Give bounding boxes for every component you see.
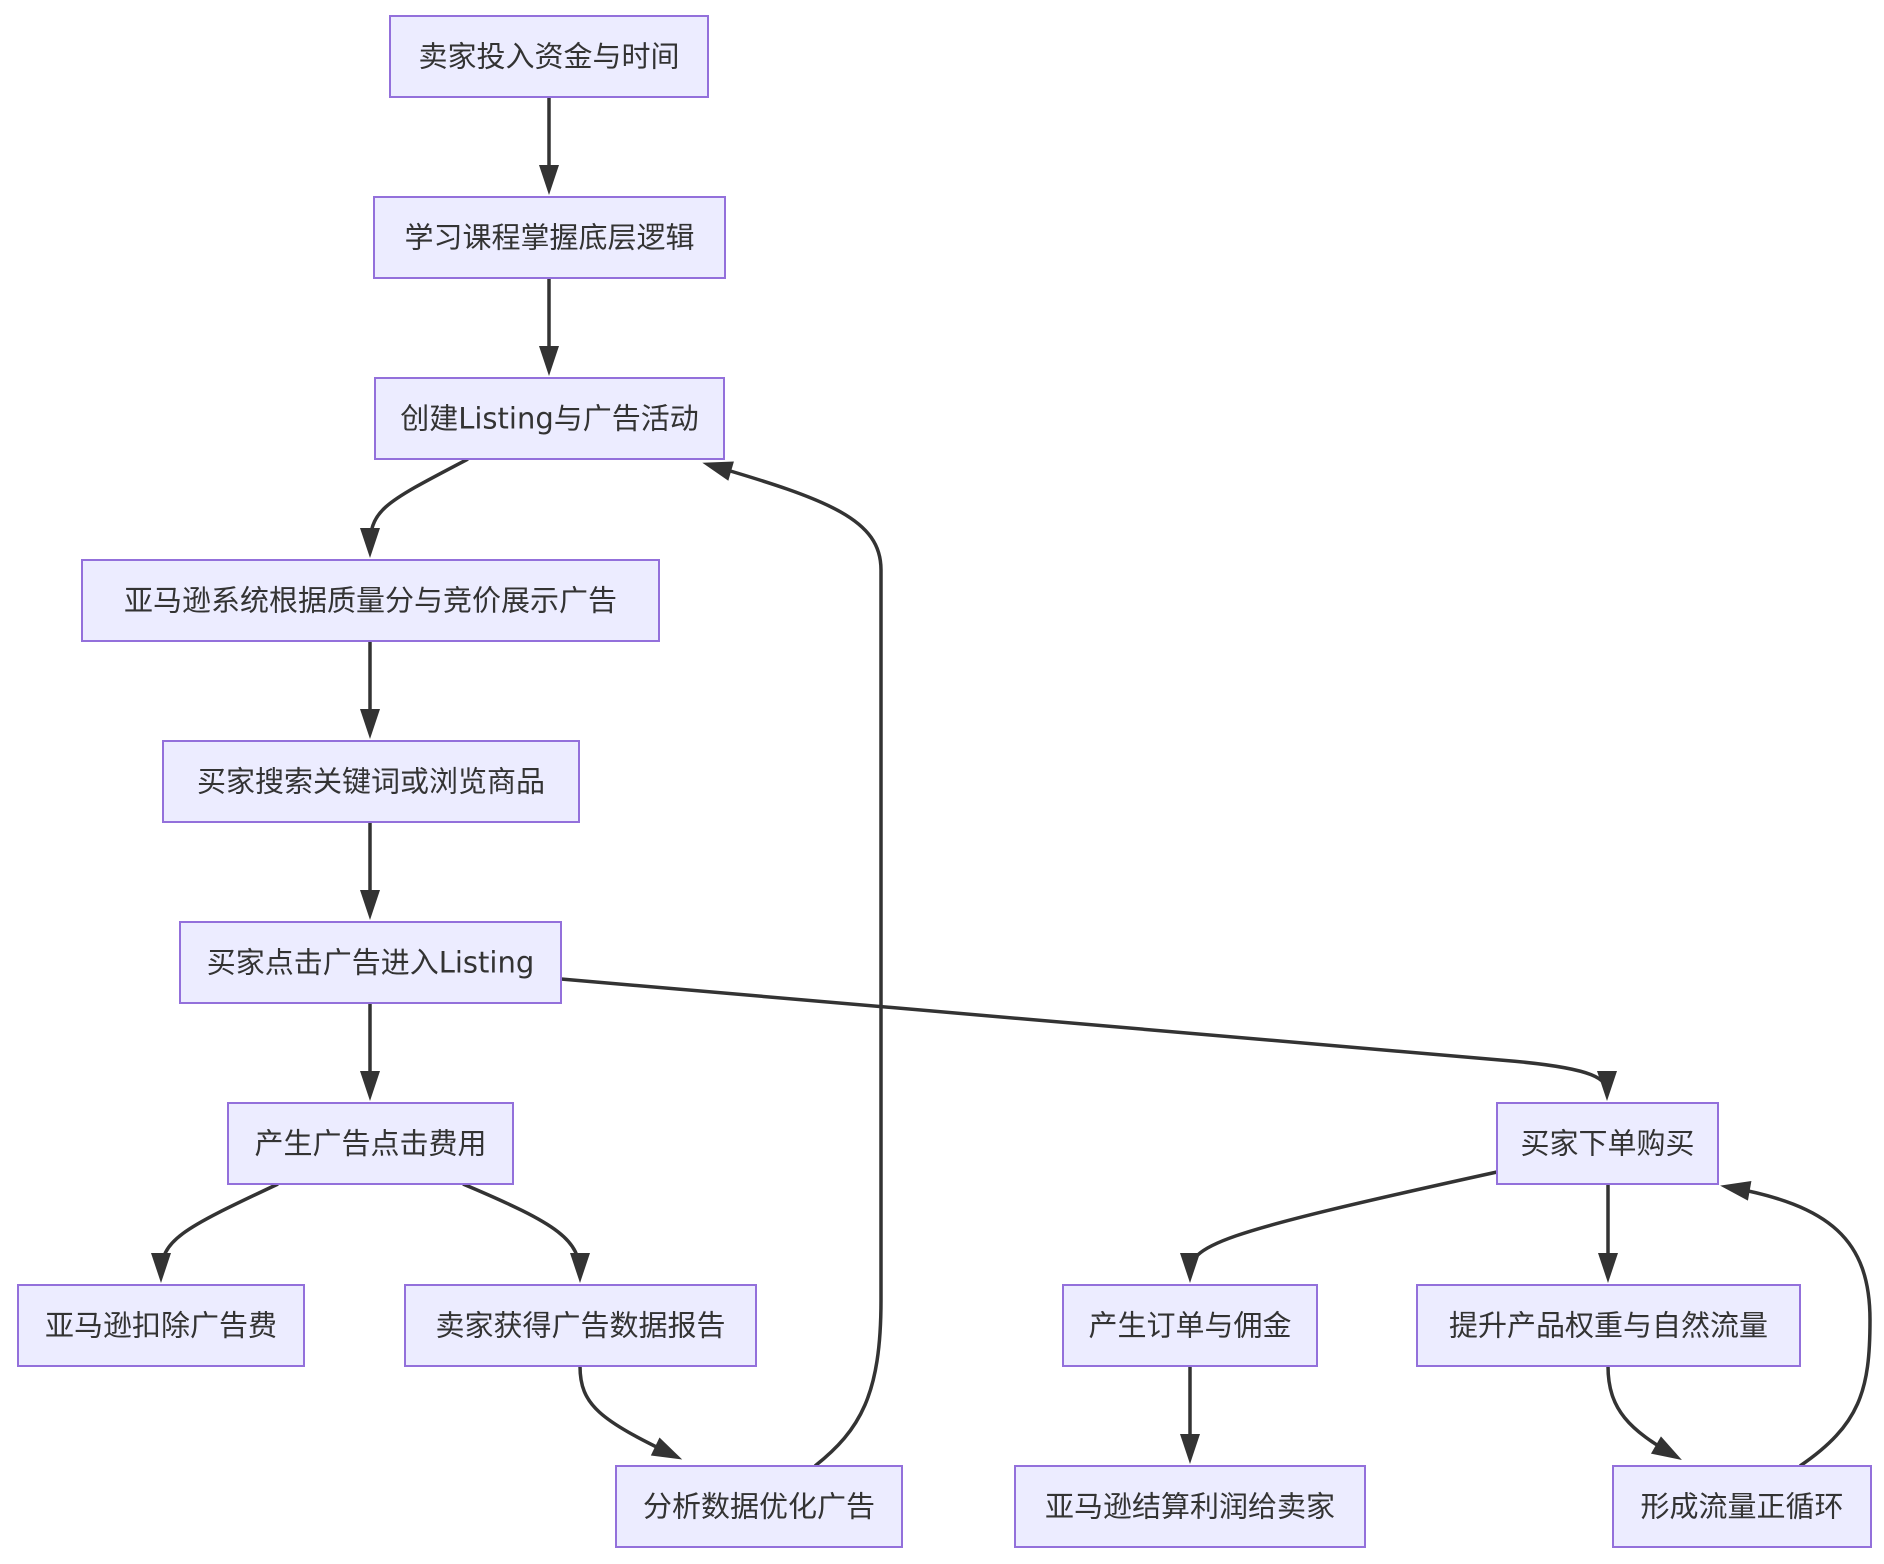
edge-order-commission — [1180, 1170, 1498, 1283]
arrow-head-icon — [539, 346, 559, 376]
node-search: 买家搜索关键词或浏览商品 — [162, 740, 580, 823]
node-display: 亚马逊系统根据质量分与竞价展示广告 — [81, 559, 660, 642]
node-optimize: 分析数据优化广告 — [615, 1465, 903, 1548]
edge-commission-settle — [1180, 1366, 1200, 1464]
node-label: 学习课程掌握底层逻辑 — [404, 221, 694, 255]
edge-line — [578, 1365, 676, 1458]
node-box — [1014, 1465, 1366, 1548]
arrow-head-icon — [1720, 1180, 1752, 1201]
node-weight: 提升产品权重与自然流量 — [1416, 1284, 1801, 1367]
node-box — [373, 196, 726, 279]
node-label: 产生广告点击费用 — [254, 1127, 486, 1161]
node-box — [1062, 1284, 1318, 1367]
arrow-head-icon — [360, 1071, 380, 1101]
node-label: 形成流量正循环 — [1640, 1490, 1843, 1524]
node-box — [179, 921, 562, 1004]
edge-order-weight — [1598, 1184, 1618, 1283]
edge-line — [1188, 1170, 1498, 1276]
node-report: 卖家获得广告数据报告 — [404, 1284, 757, 1367]
edge-line — [462, 1182, 582, 1276]
arrow-head-icon — [539, 165, 559, 195]
edge-cost-report — [462, 1182, 590, 1283]
arrow-head-icon — [1598, 1253, 1618, 1283]
edge-create-display — [360, 457, 469, 558]
node-label: 买家搜索关键词或浏览商品 — [197, 765, 545, 799]
node-commission: 产生订单与佣金 — [1062, 1284, 1318, 1367]
arrow-head-icon — [360, 890, 380, 920]
edge-loop-order — [1720, 1180, 1872, 1468]
edge-learn-create — [539, 278, 559, 376]
node-deduct: 亚马逊扣除广告费 — [17, 1284, 305, 1367]
edge-invest-learn — [539, 97, 559, 195]
node-label: 亚马逊系统根据质量分与竞价展示广告 — [124, 584, 617, 618]
node-loop: 形成流量正循环 — [1612, 1465, 1872, 1548]
node-box — [1612, 1465, 1872, 1548]
node-label: 卖家投入资金与时间 — [418, 40, 679, 74]
edge-display-search — [360, 641, 380, 739]
node-order: 买家下单购买 — [1496, 1102, 1719, 1185]
arrow-head-icon — [1180, 1253, 1200, 1283]
node-invest: 卖家投入资金与时间 — [389, 15, 709, 98]
node-create: 创建Listing与广告活动 — [374, 377, 725, 460]
node-box — [162, 740, 580, 823]
node-box — [389, 15, 709, 98]
arrow-head-icon — [570, 1253, 590, 1283]
node-label: 亚马逊扣除广告费 — [45, 1309, 277, 1343]
arrow-head-icon — [360, 528, 380, 558]
edge-weight-loop — [1606, 1365, 1682, 1461]
arrow-head-icon — [360, 709, 380, 739]
edge-line — [709, 463, 883, 1468]
edge-search-click — [360, 822, 380, 920]
arrow-head-icon — [650, 1437, 683, 1460]
arrow-head-icon — [702, 461, 734, 481]
node-click: 买家点击广告进入Listing — [179, 921, 562, 1004]
nodes-layer: 卖家投入资金与时间学习课程掌握底层逻辑创建Listing与广告活动亚马逊系统根据… — [17, 15, 1872, 1548]
node-box — [374, 377, 725, 460]
edge-cost-deduct — [151, 1182, 279, 1283]
edge-line — [1727, 1185, 1872, 1468]
node-box — [81, 559, 660, 642]
node-box — [17, 1284, 305, 1367]
node-label: 提升产品权重与自然流量 — [1449, 1309, 1768, 1343]
arrow-head-icon — [1597, 1071, 1617, 1101]
edge-report-optimize — [578, 1365, 683, 1460]
arrow-head-icon — [151, 1253, 171, 1283]
node-learn: 学习课程掌握底层逻辑 — [373, 196, 726, 279]
edge-line — [560, 977, 1609, 1094]
edge-optimize-create — [702, 461, 883, 1468]
arrow-head-icon — [1180, 1434, 1200, 1464]
node-box — [615, 1465, 903, 1548]
edge-click-cost — [360, 1003, 380, 1101]
edge-line — [159, 1182, 279, 1276]
node-label: 卖家获得广告数据报告 — [435, 1309, 725, 1343]
edges-layer — [151, 97, 1872, 1468]
node-box — [404, 1284, 757, 1367]
node-box — [227, 1102, 514, 1185]
node-box — [1496, 1102, 1719, 1185]
edge-click-order — [560, 977, 1617, 1101]
node-label: 买家点击广告进入Listing — [207, 946, 535, 980]
node-settle: 亚马逊结算利润给卖家 — [1014, 1465, 1366, 1548]
node-label: 产生订单与佣金 — [1088, 1309, 1291, 1343]
node-label: 买家下单购买 — [1520, 1127, 1694, 1161]
node-box — [1416, 1284, 1801, 1367]
node-label: 亚马逊结算利润给卖家 — [1045, 1490, 1335, 1524]
node-label: 分析数据优化广告 — [643, 1490, 875, 1524]
arrow-head-icon — [1650, 1436, 1682, 1461]
edge-line — [368, 457, 469, 551]
node-cost: 产生广告点击费用 — [227, 1102, 514, 1185]
node-label: 创建Listing与广告活动 — [400, 402, 699, 436]
